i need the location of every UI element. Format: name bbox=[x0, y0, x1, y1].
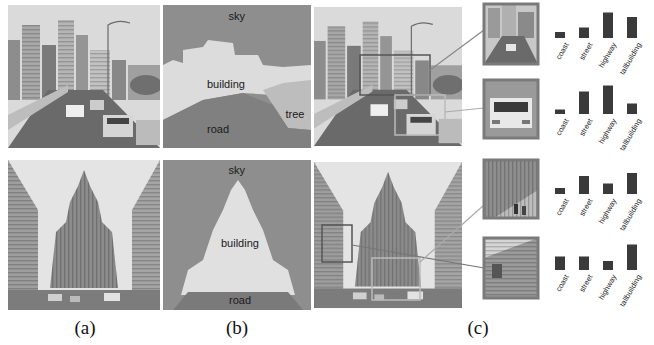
axis-label: street bbox=[577, 117, 594, 138]
segmentation-map bbox=[163, 5, 311, 148]
crop-box bbox=[395, 95, 445, 135]
region-label: tree bbox=[286, 108, 305, 120]
photo bbox=[314, 162, 462, 308]
zoom-crop bbox=[484, 4, 538, 64]
bar bbox=[627, 104, 637, 115]
bar-chart bbox=[555, 86, 637, 115]
panel-caption: (c) bbox=[468, 317, 489, 339]
bar bbox=[627, 17, 637, 38]
bar bbox=[603, 13, 613, 39]
crop-box bbox=[372, 258, 420, 300]
region-label: sky bbox=[229, 164, 246, 176]
crop-box bbox=[322, 225, 352, 262]
bar-chart bbox=[555, 173, 637, 194]
zoom-crop bbox=[484, 238, 538, 298]
axis-label: coast bbox=[554, 41, 571, 61]
axis-label: street bbox=[577, 197, 594, 218]
panel-caption: (b) bbox=[226, 317, 248, 339]
axis-label: highway bbox=[597, 117, 619, 145]
region-label: building bbox=[207, 78, 245, 90]
leader-line bbox=[352, 245, 484, 268]
leader-line bbox=[420, 205, 484, 262]
axis-label: coast bbox=[554, 273, 571, 293]
segmentation-map bbox=[163, 160, 311, 310]
bar bbox=[579, 176, 589, 194]
zoom-crop bbox=[484, 80, 538, 138]
photo bbox=[314, 7, 464, 146]
bar bbox=[603, 261, 613, 270]
crop-frame bbox=[484, 238, 538, 298]
photo bbox=[8, 5, 162, 148]
bar bbox=[603, 184, 613, 195]
axis-label: coast bbox=[554, 117, 571, 137]
crop-box bbox=[360, 55, 430, 95]
leader-line bbox=[430, 30, 484, 70]
bar bbox=[603, 86, 613, 115]
bar bbox=[579, 92, 589, 115]
axis-label: tallbuilding bbox=[618, 197, 644, 232]
crop-frame bbox=[484, 160, 538, 218]
panel-caption: (a) bbox=[75, 317, 96, 339]
axis-label: tallbuilding bbox=[618, 273, 644, 308]
axis-label: coast bbox=[554, 197, 571, 217]
bar-chart bbox=[555, 13, 637, 39]
leader-line bbox=[445, 108, 484, 112]
region-label: road bbox=[207, 123, 229, 135]
axis-label: tallbuilding bbox=[618, 117, 644, 152]
region-label: road bbox=[229, 294, 251, 306]
zoom-crop bbox=[484, 160, 538, 218]
bar bbox=[555, 188, 565, 194]
axis-label: highway bbox=[597, 41, 619, 69]
bar bbox=[627, 245, 637, 271]
axis-label: street bbox=[577, 273, 594, 294]
bar-chart bbox=[555, 245, 637, 271]
axis-label: highway bbox=[597, 197, 619, 225]
bar bbox=[555, 257, 565, 271]
photo bbox=[8, 160, 160, 310]
region-label: sky bbox=[229, 10, 246, 22]
bar bbox=[579, 257, 589, 271]
bar bbox=[627, 173, 637, 194]
axis-label: street bbox=[577, 41, 594, 62]
crop-frame bbox=[484, 4, 538, 64]
crop-frame bbox=[484, 80, 538, 138]
bar bbox=[579, 28, 589, 39]
axis-label: highway bbox=[597, 273, 619, 301]
region-label: building bbox=[221, 237, 259, 249]
axis-label: tallbuilding bbox=[618, 41, 644, 76]
bar bbox=[555, 32, 565, 38]
bar bbox=[555, 110, 565, 115]
